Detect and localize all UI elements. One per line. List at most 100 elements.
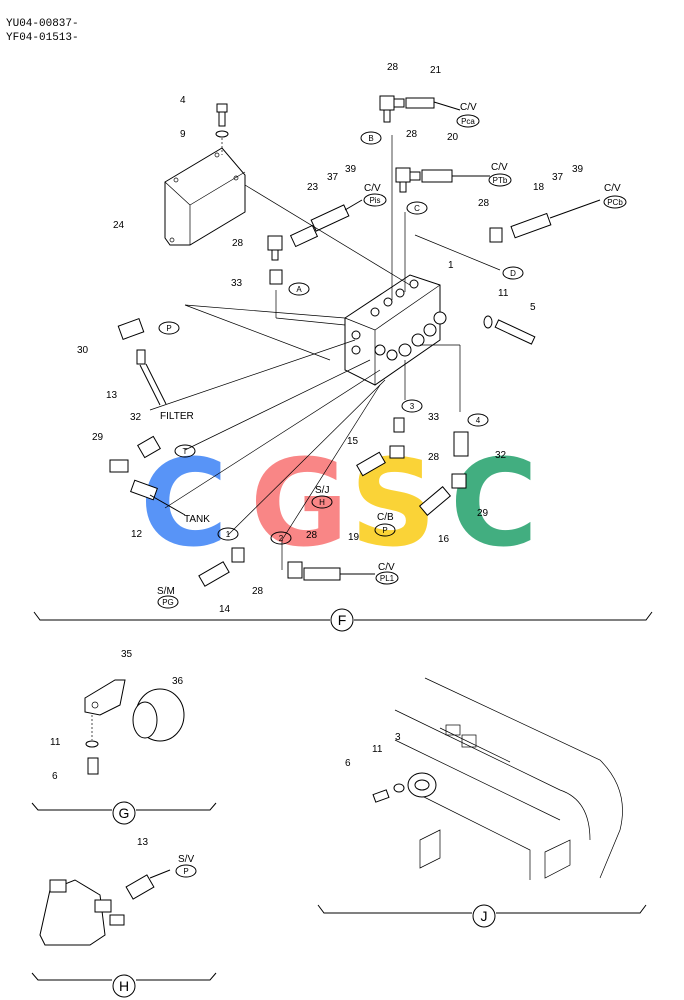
callout-19: 19 [348,532,360,543]
tag-4: 4 [476,416,481,425]
callout-28: 28 [406,129,418,140]
text-labels: C/V C/V C/V C/V FILTER TANK S/J C/B C/V … [157,102,621,865]
section-j-label: J [481,908,488,924]
callout-32: 32 [495,450,507,461]
bolt-part [215,103,229,155]
section-g-parts [84,679,185,775]
tag-pis: Pis [369,196,380,205]
callout-28: 28 [478,198,490,209]
section-h-bracket-left [31,972,112,981]
callout-1: 1 [448,260,454,271]
section-g-bracket-left [31,802,112,811]
watermark-letter-c1: C [140,435,228,574]
callout-6: 6 [52,771,58,782]
callout-33: 33 [428,412,440,423]
callout-18: 18 [533,182,545,193]
section-markers: F G H J [112,608,496,998]
callout-28: 28 [232,238,244,249]
callout-11: 11 [372,744,383,755]
callout-36: 36 [172,676,184,687]
callout-33: 33 [231,278,243,289]
label-cv-3: C/V [364,183,381,194]
callout-23: 23 [307,182,319,193]
label-cv-2: C/V [491,162,508,173]
section-j-bracket-left [317,904,472,914]
label-filter: FILTER [160,411,194,422]
callout-24: 24 [113,220,125,231]
callout-30: 30 [77,345,89,356]
section-f-bracket-right [354,611,653,621]
callout-28: 28 [387,62,399,73]
callout-5: 5 [530,302,536,313]
callout-16: 16 [438,534,450,545]
oval-tags: Pca PTb Pis PCb B C A D P T 3 4 H P 1 2 … [157,114,627,878]
tag-t: T [183,447,188,456]
tag-pl1: PL1 [380,574,395,583]
callout-37: 37 [552,172,564,183]
label-tank: TANK [184,514,210,525]
callout-29: 29 [477,508,489,519]
tag-p-3: P [183,867,188,876]
tag-2: 2 [279,534,284,543]
label-sm: S/M [157,586,175,597]
callout-14: 14 [219,604,231,615]
valve-body-part [344,274,447,386]
callout-39: 39 [572,164,584,175]
callout-6: 6 [345,758,351,769]
tag-b: B [368,134,373,143]
callout-11: 11 [50,737,61,748]
callout-37: 37 [327,172,339,183]
callout-21: 21 [430,65,442,76]
callout-9: 9 [180,129,186,140]
tag-pcb: PCb [607,198,623,207]
tag-p-1: P [166,324,171,333]
callout-13: 13 [106,390,118,401]
bracket-part [164,147,246,246]
tag-3: 3 [410,402,415,411]
tag-a: A [296,285,302,294]
watermark: C G S C [140,435,538,574]
callout-28: 28 [252,586,264,597]
section-h-parts [39,869,171,946]
section-f-bracket-left [33,611,330,621]
watermark-letter-g: G [250,435,349,574]
callout-32: 32 [130,412,142,423]
label-cv-4: C/V [604,183,621,194]
callout-13: 13 [137,837,149,848]
tag-h: H [319,498,325,507]
callout-11: 11 [498,288,509,299]
tag-c: C [414,204,420,213]
label-sj: S/J [315,485,329,496]
callout-4: 4 [180,95,186,106]
fittings [109,95,601,587]
connector-lines [149,135,501,570]
callout-3: 3 [395,732,401,743]
callout-28: 28 [306,530,318,541]
watermark-letter-c2: C [450,435,538,574]
doc-code-2: YF04-01513- [6,32,79,44]
callout-15: 15 [347,436,359,447]
tag-1: 1 [226,530,231,539]
callout-12: 12 [131,529,143,540]
label-cv-5: C/V [378,562,395,573]
section-h-label: H [119,978,129,994]
section-f-label: F [338,612,347,628]
tag-pg: PG [162,598,174,607]
tag-pca: Pca [461,117,475,126]
section-h-bracket-right [136,972,217,981]
section-g-bracket-right [136,802,217,811]
callout-39: 39 [345,164,357,175]
callout-28: 28 [428,452,440,463]
callout-35: 35 [121,649,133,660]
tag-ptb: PTb [493,176,508,185]
section-j-bracket-right [496,904,647,914]
tag-p-2: P [382,526,387,535]
section-j-parts [372,677,623,880]
doc-code-1: YU04-00837- [6,18,79,30]
section-g-label: G [119,805,130,821]
callout-numbers: 28 21 4 9 28 20 37 39 23 37 39 18 28 24 … [50,62,584,848]
label-sv: S/V [178,854,194,865]
label-cv-1: C/V [460,102,477,113]
callout-20: 20 [447,132,459,143]
